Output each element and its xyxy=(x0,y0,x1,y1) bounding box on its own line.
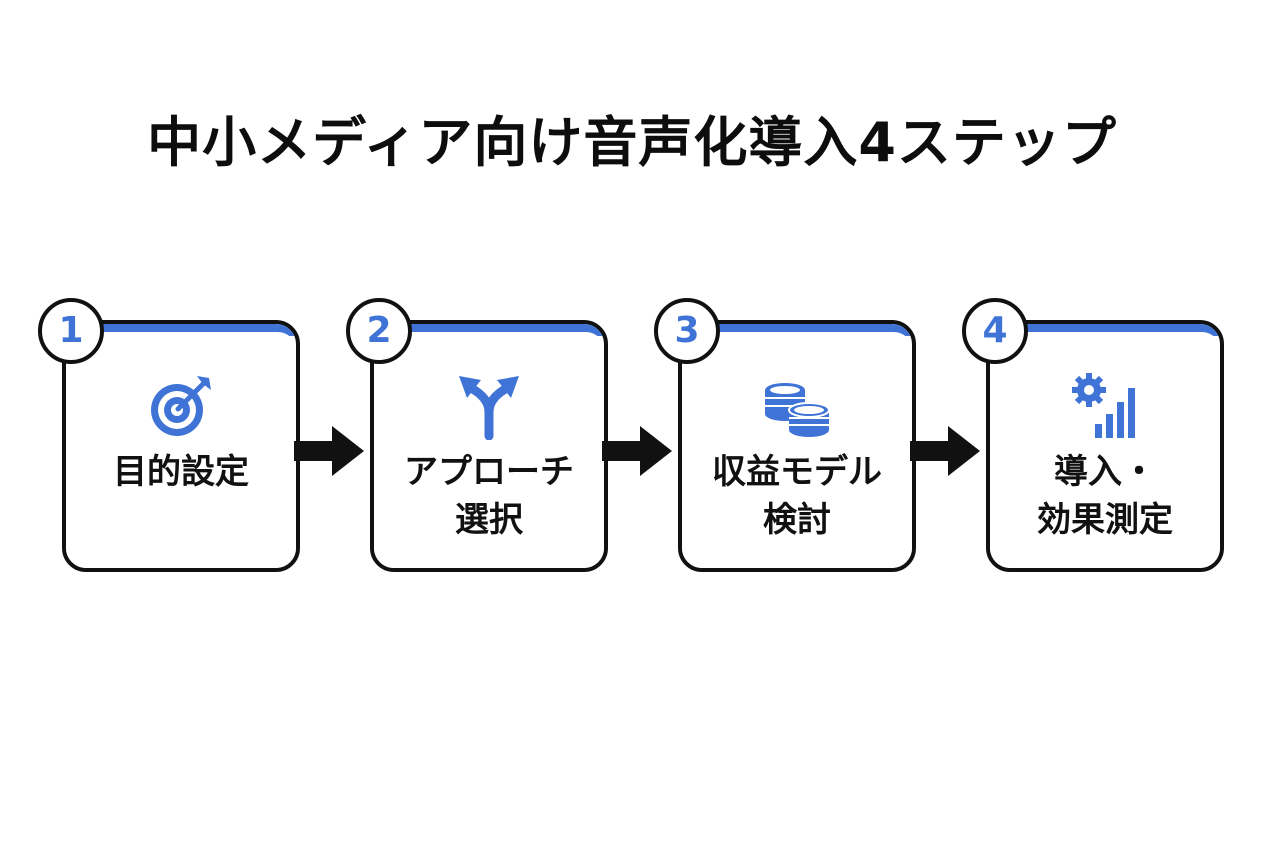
diagram-title: 中小メディア向け音声化導入4ステップ xyxy=(147,111,1117,174)
step-number-badge-2: 2 xyxy=(346,298,412,364)
step-card-2: アプローチ 選択 xyxy=(370,320,608,572)
step-card-4: 導入・ 効果測定 xyxy=(986,320,1224,572)
target-arrow-icon xyxy=(151,376,211,436)
arrow-right-icon xyxy=(910,426,980,476)
step-label-4: 導入・ 効果測定 xyxy=(1037,452,1173,540)
step-number-badge-4: 4 xyxy=(962,298,1028,364)
split-arrow-icon xyxy=(459,376,519,440)
step-number-badge-1: 1 xyxy=(38,298,104,364)
step-label-1: 目的設定 xyxy=(113,452,249,492)
step-number-badge-3: 3 xyxy=(654,298,720,364)
arrow-right-icon xyxy=(602,426,672,476)
step-card-1: 目的設定 xyxy=(62,320,300,572)
arrow-right-icon xyxy=(294,426,364,476)
gear-chart-icon xyxy=(1072,373,1135,438)
coins-icon xyxy=(765,383,830,437)
step-card-3: 収益モデル 検討 xyxy=(678,320,916,572)
step-label-2: アプローチ 選択 xyxy=(404,452,574,540)
step-label-3: 収益モデル 検討 xyxy=(712,452,882,540)
